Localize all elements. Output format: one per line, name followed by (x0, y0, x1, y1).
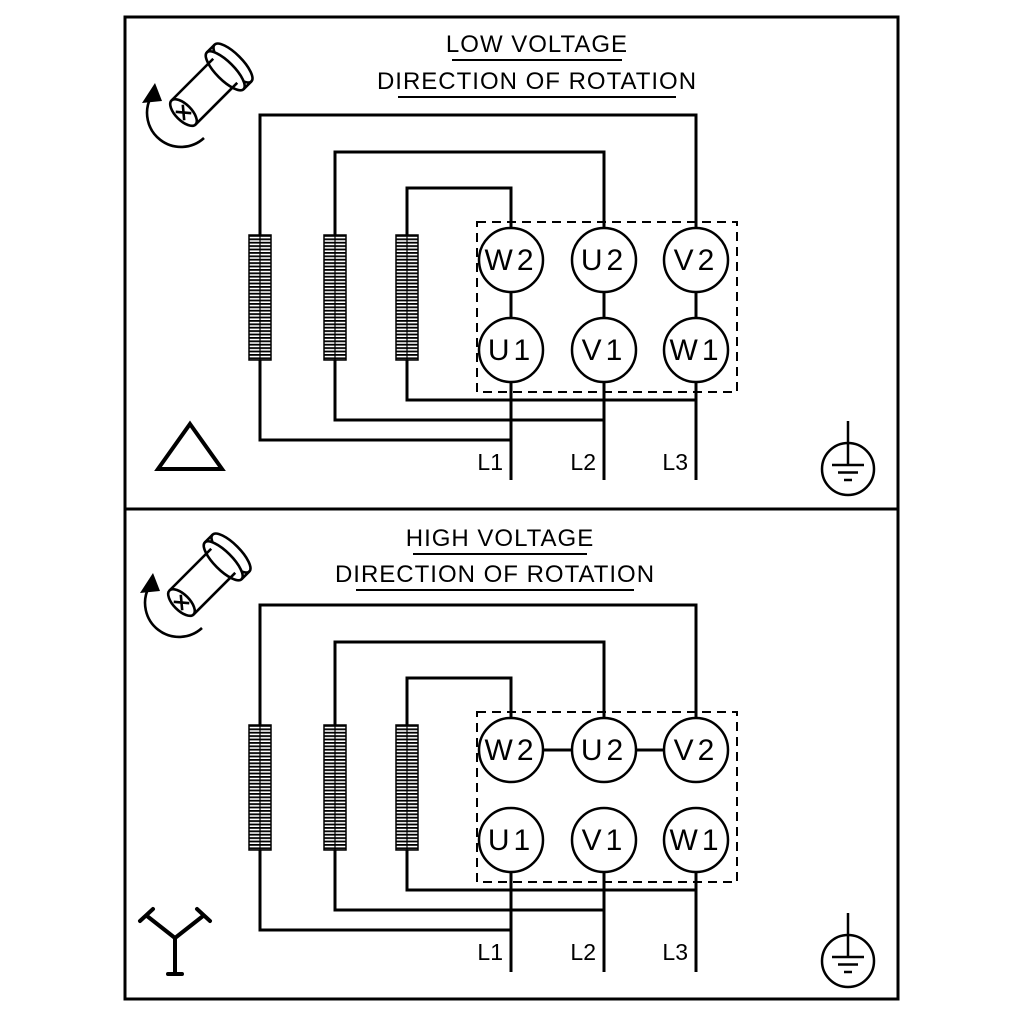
terminal-label: W1 (670, 824, 723, 857)
terminal-v2: V2 (662, 226, 730, 294)
terminal-w2: W2 (477, 226, 545, 294)
terminal-v1: V1 (570, 316, 638, 384)
terminal-label: W2 (485, 734, 538, 767)
terminal-label: U1 (488, 824, 534, 857)
terminal-w2: W2 (477, 716, 545, 784)
panel-high-voltage: HIGH VOLTAGE DIRECTION OF ROTATION W2 (123, 507, 900, 1001)
motor-winding-coil (323, 724, 347, 851)
panel-subtitle: DIRECTION OF ROTATION (335, 561, 655, 588)
terminal-label: V1 (582, 824, 627, 857)
terminal-u2: U2 (570, 226, 638, 294)
terminal-label: U2 (581, 244, 627, 277)
motor-winding-coil (323, 234, 347, 361)
terminal-u1: U1 (477, 806, 545, 874)
panel-border (123, 507, 900, 1001)
terminal-board-outline (476, 711, 738, 883)
terminal-label: U2 (581, 734, 627, 767)
supply-line-label-l2: L2 (570, 939, 596, 965)
terminal-u2: U2 (570, 716, 638, 784)
motor-winding-coil (395, 724, 419, 851)
terminal-label: V1 (582, 334, 627, 367)
terminal-label: W2 (485, 244, 538, 277)
earth-ground-icon (820, 911, 876, 989)
motor-winding-coil (248, 724, 272, 851)
supply-line-label-l2: L2 (570, 449, 596, 475)
terminal-v1: V1 (570, 806, 638, 874)
panel-subtitle: DIRECTION OF ROTATION (377, 68, 697, 95)
delta-icon (154, 420, 226, 471)
terminal-label: V2 (674, 734, 719, 767)
shaft-rotation-icon (138, 526, 258, 639)
earth-ground-icon (820, 419, 876, 497)
supply-line-label-l3: L3 (662, 939, 688, 965)
terminal-label: V2 (674, 244, 719, 277)
supply-line-label-l1: L1 (477, 939, 503, 965)
terminal-label: W1 (670, 334, 723, 367)
terminal-v2: V2 (662, 716, 730, 784)
terminal-board-outline (476, 221, 738, 393)
motor-winding-coil (395, 234, 419, 361)
shaft-rotation-icon (140, 36, 260, 149)
terminal-u1: U1 (477, 316, 545, 384)
terminal-label: U1 (488, 334, 534, 367)
panel-title: HIGH VOLTAGE (406, 525, 594, 552)
supply-line-label-l3: L3 (662, 449, 688, 475)
motor-winding-coil (248, 234, 272, 361)
star-icon (138, 907, 212, 976)
supply-line-label-l1: L1 (477, 449, 503, 475)
terminal-w1: W1 (662, 316, 730, 384)
terminal-w1: W1 (662, 806, 730, 874)
panel-title: LOW VOLTAGE (446, 31, 628, 58)
panel-low-voltage: LOW VOLTAGE DIRECTION OF ROTATION W2 (123, 15, 900, 511)
